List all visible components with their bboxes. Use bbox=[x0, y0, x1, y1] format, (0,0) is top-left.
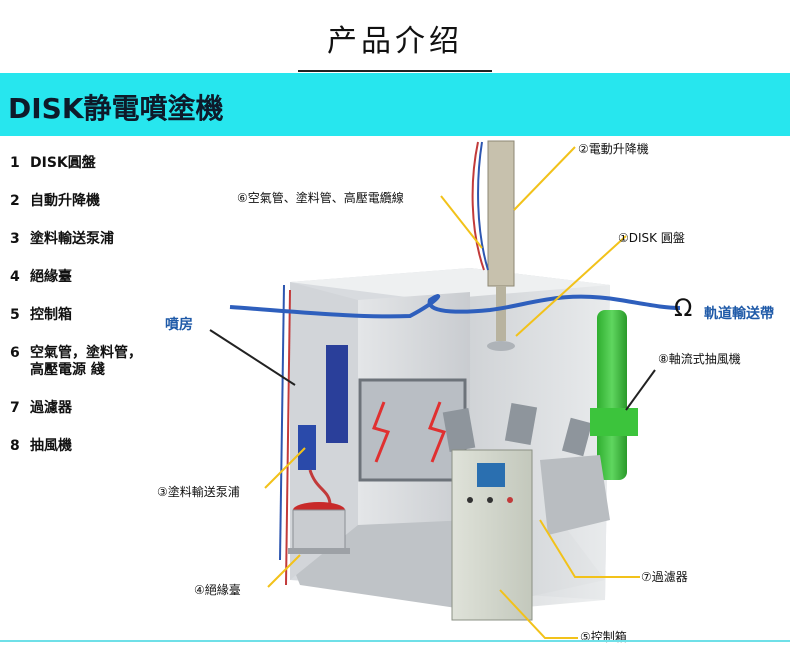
parts-list-item: 7 過濾器 bbox=[10, 400, 160, 417]
parts-list-item: 4 絕緣臺 bbox=[10, 269, 160, 286]
callout-control: ⑤控制箱 bbox=[580, 630, 627, 644]
insulating-stand bbox=[288, 548, 350, 554]
booth-ceiling bbox=[290, 268, 610, 300]
paint-tank-body bbox=[292, 509, 346, 551]
parts-list-item: 8 抽風機 bbox=[10, 438, 160, 455]
leader-line-disk bbox=[515, 235, 627, 337]
part-name: 絕緣臺 bbox=[30, 269, 72, 285]
axial-fan bbox=[597, 310, 627, 480]
callout-filter: ⑦過濾器 bbox=[641, 570, 688, 584]
spark-symbol-left bbox=[372, 401, 391, 463]
parts-list-item: 6 空氣管，塗料管，高壓電源 綫 bbox=[10, 345, 160, 379]
part-number: 8 bbox=[10, 438, 20, 454]
callout-pump: ③塗料輸送泵浦 bbox=[157, 485, 240, 499]
leader-line-control bbox=[499, 589, 578, 639]
page-header: 产品介绍 bbox=[0, 0, 790, 72]
part-number: 4 bbox=[10, 269, 20, 285]
leader-line-stand bbox=[267, 554, 301, 588]
product-banner: DISK静電噴塗機 bbox=[0, 73, 790, 136]
callout-conveyor: 軌道輸送帶 bbox=[704, 306, 774, 322]
cabinet-indicator bbox=[487, 497, 493, 503]
callout-stand: ④絕緣臺 bbox=[194, 583, 241, 597]
disk-atomizer bbox=[487, 341, 515, 351]
part-number: 2 bbox=[10, 193, 20, 209]
high-voltage-cable bbox=[285, 289, 291, 586]
part-number: 5 bbox=[10, 307, 20, 323]
hose-bundle bbox=[477, 141, 489, 271]
part-name: 空氣管，塗料管，高壓電源 綫 bbox=[30, 345, 142, 378]
leader-line-lift bbox=[513, 146, 576, 211]
parts-list-item: 1 DISK圓盤 bbox=[10, 155, 160, 172]
leader-line-booth bbox=[209, 329, 296, 386]
part-name: 控制箱 bbox=[30, 307, 72, 323]
lift-rod bbox=[496, 286, 506, 341]
filter-unit bbox=[540, 455, 610, 535]
spark-symbol-right bbox=[428, 401, 447, 463]
leader-line-filter bbox=[539, 519, 640, 578]
parts-list-item: 3 塗料輸送泵浦 bbox=[10, 231, 160, 248]
lift-column bbox=[487, 140, 515, 287]
callout-disk: ①DISK 圓盤 bbox=[618, 231, 685, 245]
part-number: 3 bbox=[10, 231, 20, 247]
air-hose bbox=[279, 284, 285, 561]
part-name: 過濾器 bbox=[30, 400, 72, 416]
callout-pipes: ⑥空氣管、塗料管、高壓電纜線 bbox=[237, 191, 404, 205]
parts-list-item: 5 控制箱 bbox=[10, 307, 160, 324]
banner-title: DISK静電噴塗機 bbox=[8, 92, 224, 125]
part-name: 自動升降機 bbox=[30, 193, 100, 209]
booth-side-panel bbox=[326, 345, 348, 443]
parts-list: 1 DISK圓盤 2 自動升降機 3 塗料輸送泵浦 4 絕緣臺 5 控制箱 6 空氣管，塗料… bbox=[10, 155, 160, 476]
paint-hose bbox=[308, 469, 332, 506]
callout-fan: ⑧軸流式抽風機 bbox=[658, 352, 741, 366]
leader-line-fan bbox=[625, 369, 656, 411]
bottom-rule bbox=[0, 640, 790, 642]
paint-pump bbox=[298, 425, 316, 470]
workpiece bbox=[504, 403, 538, 445]
callout-lift: ②電動升降機 bbox=[578, 142, 649, 156]
part-name: 塗料輸送泵浦 bbox=[30, 231, 114, 247]
cabinet-indicator bbox=[507, 497, 513, 503]
part-number: 6 bbox=[10, 345, 20, 361]
page-title: 产品介绍 bbox=[327, 24, 463, 59]
title-underline bbox=[298, 70, 492, 72]
part-name: DISK圓盤 bbox=[30, 155, 96, 171]
part-name: 抽風機 bbox=[30, 438, 72, 454]
fan-duct bbox=[590, 408, 638, 436]
conveyor-rail bbox=[229, 294, 681, 319]
part-number: 1 bbox=[10, 155, 20, 171]
leader-line-pump bbox=[264, 447, 306, 489]
workpiece bbox=[561, 417, 593, 457]
part-number: 7 bbox=[10, 400, 20, 416]
cabinet-display bbox=[477, 463, 505, 487]
workpiece bbox=[442, 408, 476, 452]
parts-list-item: 2 自動升降機 bbox=[10, 193, 160, 210]
conveyor-symbol: Ω bbox=[674, 294, 693, 322]
leader-line-pipes bbox=[440, 195, 483, 249]
callout-booth: 噴房 bbox=[165, 317, 193, 333]
cabinet-indicator bbox=[467, 497, 473, 503]
hose-bundle bbox=[471, 141, 485, 271]
